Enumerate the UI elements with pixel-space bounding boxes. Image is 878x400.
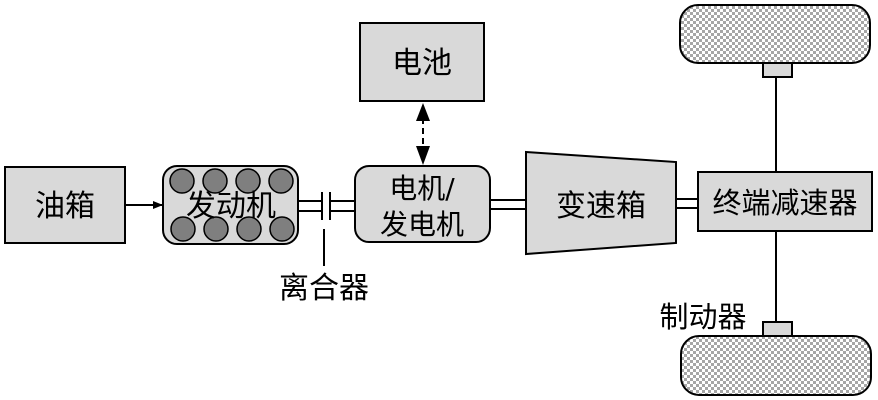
battery-box [359, 22, 485, 102]
cylinder-icon [236, 216, 262, 242]
battery-motor-link [416, 103, 430, 165]
cylinder-icon [170, 216, 196, 242]
engine-box [162, 165, 299, 245]
cylinder-icon [169, 168, 195, 194]
clutch-node [321, 192, 331, 266]
motor-generator-node: 电机/ 发电机 [354, 165, 491, 243]
final-drive-node: 终端减速器 [697, 171, 873, 232]
engine-node: 发动机 [162, 165, 299, 245]
motor-generator-label-line2: 发电机 [380, 208, 464, 241]
motor-generator-box [354, 165, 491, 243]
engine-cylinders [169, 168, 295, 242]
gearbox-shape [525, 150, 677, 256]
brake-label: 制动器 [659, 300, 746, 334]
engine-label: 发动机 [186, 189, 276, 224]
fuel-tank-label: 油箱 [35, 189, 95, 224]
wheel-bottom-tire [680, 335, 872, 396]
motor-gearbox-shaft [490, 199, 526, 210]
gearbox-label: 变速箱 [556, 189, 646, 224]
cylinder-icon [235, 168, 261, 194]
wheel-top-node [679, 4, 871, 78]
engine-clutch-shaft [298, 200, 355, 212]
motor-generator-label-line1: 电机/ [389, 172, 455, 205]
wheel-top-hub [762, 62, 793, 78]
battery-node: 电池 [359, 22, 485, 102]
brake-block [762, 321, 793, 337]
gearbox-node: 变速箱 [525, 150, 677, 256]
fuel-tank-node: 油箱 [4, 166, 126, 244]
battery-label: 电池 [392, 46, 452, 81]
cylinder-icon [203, 216, 229, 242]
wheel-bottom-node [680, 321, 872, 396]
arrow-down-icon [416, 146, 430, 165]
cylinder-icon [268, 168, 294, 194]
fuel-tank-box [4, 166, 126, 244]
cylinder-icon [269, 216, 295, 242]
gearbox-finaldrive-shaft [676, 198, 698, 209]
final-drive-box [697, 171, 873, 232]
arrow-up-icon [416, 103, 430, 121]
cylinder-icon [202, 168, 228, 194]
clutch-label: 离合器 [279, 271, 369, 306]
wheel-top-tire [679, 4, 871, 64]
final-drive-label: 终端减速器 [712, 186, 857, 220]
